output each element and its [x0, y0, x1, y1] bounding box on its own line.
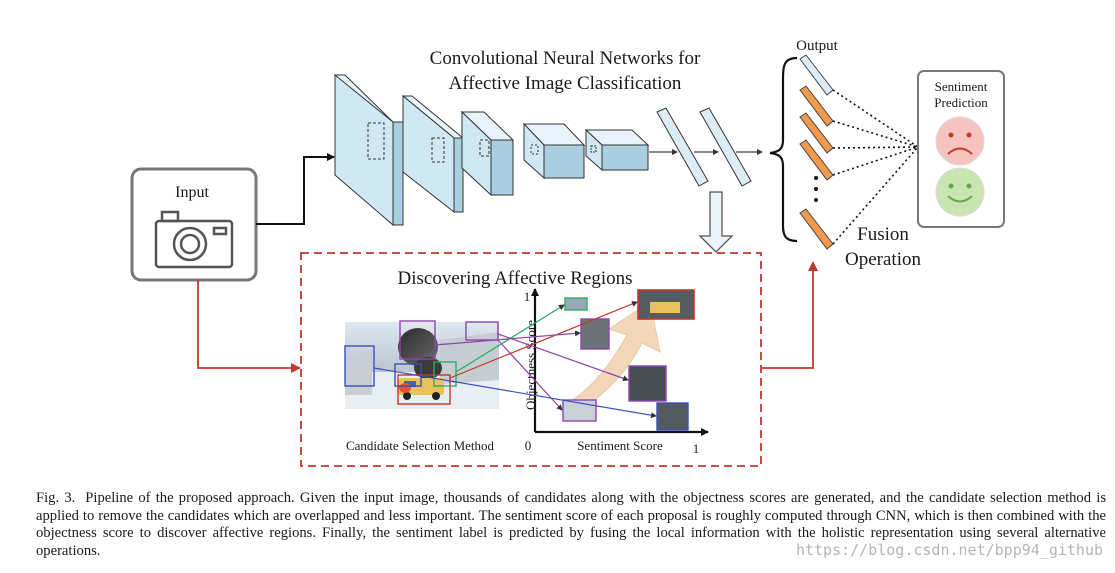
- sentiment-prediction-box: Sentiment Prediction: [917, 70, 1005, 228]
- conv-block-4: [522, 122, 586, 180]
- camera-icon: [154, 210, 234, 269]
- candidate-selection-label: Candidate Selection Method: [346, 438, 495, 453]
- hollow-down-arrow: [698, 191, 734, 253]
- sentiment-label-line1: Sentiment: [935, 79, 988, 94]
- input-label: Input: [175, 184, 209, 201]
- watermark: https://blog.csdn.net/bpp94_github: [795, 541, 1103, 559]
- fusion-label-line1: Fusion: [857, 224, 909, 245]
- input-to-cnn-arrow: [256, 153, 335, 225]
- conv-block-1: [333, 73, 404, 227]
- output-bar-5: [799, 208, 834, 250]
- sentiment-label-line2: Prediction: [934, 95, 988, 110]
- thumb-top-small: [564, 297, 588, 311]
- x-axis-label: Sentiment Score: [577, 438, 663, 453]
- cnn-title-line1: Convolutional Neural Networks for: [430, 48, 701, 69]
- conv-block-3: [460, 110, 515, 197]
- cnn-layers: [333, 73, 752, 227]
- sentiment-trend-arrow: [569, 301, 661, 413]
- output-brace: [769, 56, 798, 243]
- sad-face-icon: [935, 116, 985, 166]
- scene-photo: [345, 322, 499, 409]
- figure-caption: Fig. 3.Pipeline of the proposed approach…: [36, 490, 1106, 560]
- candidate-boxes: [344, 320, 499, 405]
- output-label: Output: [796, 38, 839, 54]
- conv-block-5: [584, 128, 650, 172]
- ellipsis-dots: [814, 176, 818, 202]
- y-axis-label: Objectness Score: [523, 320, 538, 410]
- output-bars: [799, 54, 834, 250]
- happy-face-icon: [935, 167, 985, 217]
- axis-y-max: 1: [524, 289, 531, 304]
- fc-layer-2: [699, 107, 752, 187]
- conv-block-2: [401, 94, 465, 214]
- axis-x-max: 1: [693, 441, 700, 456]
- fusion-label-line2: Operation: [845, 249, 921, 270]
- mapping-arrows: [373, 301, 657, 419]
- region-thumbnails: [562, 289, 695, 431]
- caption-text: Pipeline of the proposed approach. Given…: [36, 490, 1106, 559]
- thumb-low: [562, 399, 597, 422]
- thumb-right-middle: [628, 365, 667, 402]
- cnn-title-line2: Affective Image Classification: [449, 73, 682, 94]
- figure-label: Fig. 3.: [36, 490, 76, 506]
- fc-layer-1: [656, 107, 709, 187]
- regions-title: Discovering Affective Regions: [398, 268, 633, 289]
- fusion-dotted-lines: [832, 89, 919, 245]
- affective-regions-box: [300, 252, 762, 467]
- axis-origin: 0: [525, 438, 532, 453]
- pipeline-figure: Convolutional Neural Networks for Affect…: [130, 38, 1005, 467]
- regions-to-fusion-arrow: [761, 261, 818, 369]
- input-box: Input: [130, 167, 258, 282]
- input-to-regions-arrow: [197, 280, 301, 373]
- thumb-right-low: [656, 402, 689, 431]
